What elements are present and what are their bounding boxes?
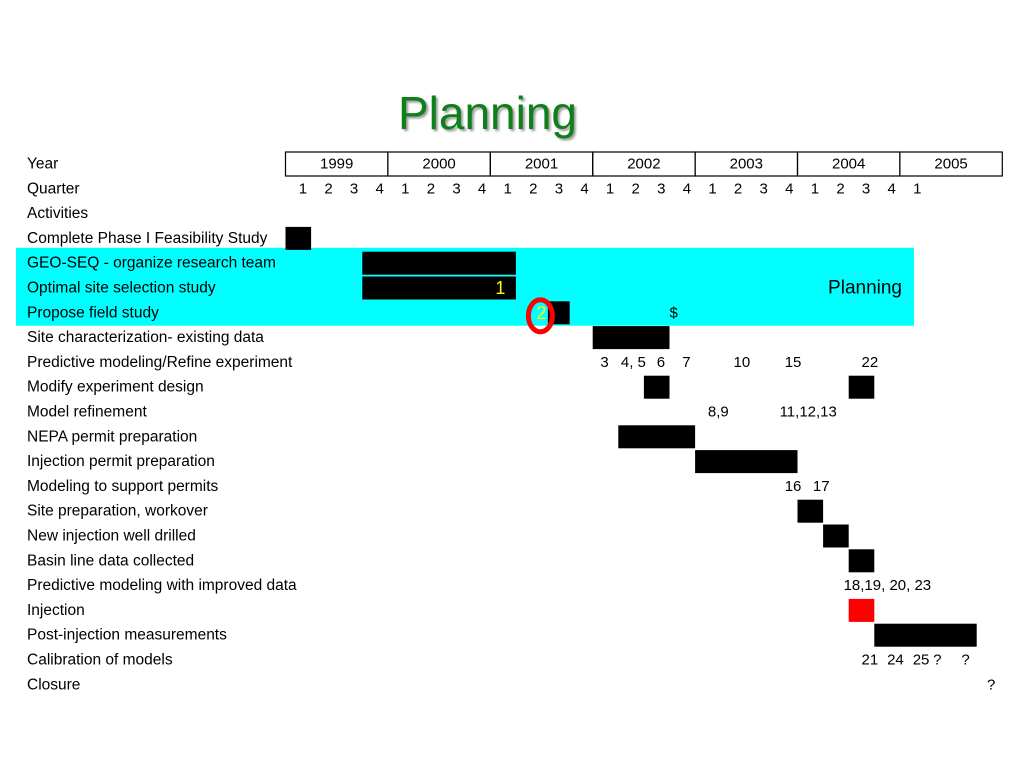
milestone-label: $ xyxy=(670,304,679,321)
quarter-label: 3 xyxy=(350,180,358,197)
activity-label: Post-injection measurements xyxy=(27,627,227,644)
milestone-label: ? xyxy=(933,652,941,669)
quarter-label: 3 xyxy=(452,180,460,197)
milestone-label: 4, 5 xyxy=(621,354,646,371)
gantt-bar xyxy=(848,549,875,573)
activity-label: Predictive modeling with improved data xyxy=(27,577,297,594)
milestone-label: 24 xyxy=(887,652,904,669)
quarter-label: 2 xyxy=(427,180,435,197)
milestone-label: 25 xyxy=(913,652,930,669)
milestone-label: 22 xyxy=(862,354,879,371)
activity-label: Optimal site selection study xyxy=(27,280,216,297)
milestone-label: 18,19, 20, 23 xyxy=(844,577,932,594)
quarter-label: 1 xyxy=(913,180,921,197)
milestone-label: 15 xyxy=(785,354,802,371)
quarter-label: 4 xyxy=(478,180,486,197)
quarter-label: 2 xyxy=(836,180,844,197)
quarter-label: 2 xyxy=(734,180,742,197)
gantt-bar xyxy=(797,499,824,523)
milestone-label: 7 xyxy=(682,354,690,371)
activity-label: Injection permit preparation xyxy=(27,453,215,470)
milestone-label: 16 xyxy=(785,478,802,495)
activity-label: Basin line data collected xyxy=(27,552,194,569)
activities-row-label: Activities xyxy=(27,205,88,222)
milestone-label: ? xyxy=(987,676,995,693)
quarter-label: 2 xyxy=(324,180,332,197)
annotation-label: 1 xyxy=(495,278,505,298)
quarter-label: 4 xyxy=(785,180,793,197)
milestone-label: 3 xyxy=(600,354,608,371)
year-label: 1999 xyxy=(320,156,353,173)
quarter-label: 4 xyxy=(580,180,588,197)
quarter-label: 1 xyxy=(606,180,614,197)
gantt-bar xyxy=(592,326,670,350)
activity-label: Calibration of models xyxy=(27,652,173,669)
gantt-bar xyxy=(285,226,312,250)
year-label: 2003 xyxy=(730,156,763,173)
activity-label: NEPA permit preparation xyxy=(27,428,197,445)
quarter-label: 3 xyxy=(862,180,870,197)
quarter-label: 1 xyxy=(708,180,716,197)
quarter-label: 3 xyxy=(760,180,768,197)
gantt-bar xyxy=(874,623,977,647)
activity-label: Closure xyxy=(27,676,80,693)
milestone-label: 11,12,13 xyxy=(780,404,837,421)
annotation-label: 2 xyxy=(536,303,546,323)
gantt-bar xyxy=(362,276,516,300)
activity-label: Site characterization- existing data xyxy=(27,329,264,346)
year-label: 2000 xyxy=(422,156,455,173)
activity-label: Site preparation, workover xyxy=(27,503,208,520)
gantt-bar xyxy=(362,251,516,275)
quarter-label: 1 xyxy=(811,180,819,197)
activity-label: Predictive modeling/Refine experiment xyxy=(27,354,293,371)
quarter-label: 3 xyxy=(555,180,563,197)
milestone-label: 21 xyxy=(862,652,879,669)
activity-label: Complete Phase I Feasibility Study xyxy=(27,230,268,247)
milestone-label: 17 xyxy=(813,478,830,495)
gantt-bar xyxy=(823,524,849,548)
gantt-bar xyxy=(618,425,696,449)
activity-label: Injection xyxy=(27,602,85,619)
activity-label: New injection well drilled xyxy=(27,528,196,545)
quarter-label: 4 xyxy=(683,180,691,197)
quarter-label: 2 xyxy=(529,180,537,197)
quarter-label: 1 xyxy=(401,180,409,197)
annotation-circle xyxy=(525,297,555,335)
activity-label: GEO-SEQ - organize research team xyxy=(27,255,276,272)
milestone-label: 8,9 xyxy=(708,404,729,421)
year-cell xyxy=(899,151,1003,177)
year-label: 2002 xyxy=(627,156,660,173)
gantt-bar xyxy=(695,450,798,474)
year-label: 2005 xyxy=(934,156,967,173)
year-label: 2004 xyxy=(832,156,865,173)
quarter-label: 1 xyxy=(299,180,307,197)
quarter-label: 4 xyxy=(376,180,384,197)
quarter-label: 2 xyxy=(632,180,640,197)
year-label: 2001 xyxy=(525,156,558,173)
gantt-bar xyxy=(848,375,875,399)
quarter-label: 1 xyxy=(504,180,512,197)
quarter-row-label: Quarter xyxy=(27,180,80,197)
activity-label: Modify experiment design xyxy=(27,379,204,396)
activity-label: Modeling to support permits xyxy=(27,478,219,495)
quarter-label: 4 xyxy=(888,180,896,197)
gantt-bar xyxy=(848,598,875,622)
gantt-bar xyxy=(643,375,670,399)
quarter-label: 3 xyxy=(657,180,665,197)
activity-label: Model refinement xyxy=(27,404,147,421)
year-row-label: Year xyxy=(27,156,58,173)
highlight-label: Planning xyxy=(828,278,902,299)
page-title: Planning xyxy=(397,87,578,139)
milestone-label: 10 xyxy=(734,354,751,371)
activity-label: Propose field study xyxy=(27,304,159,321)
milestone-label: 6 xyxy=(657,354,665,371)
milestone-label: ? xyxy=(961,652,969,669)
